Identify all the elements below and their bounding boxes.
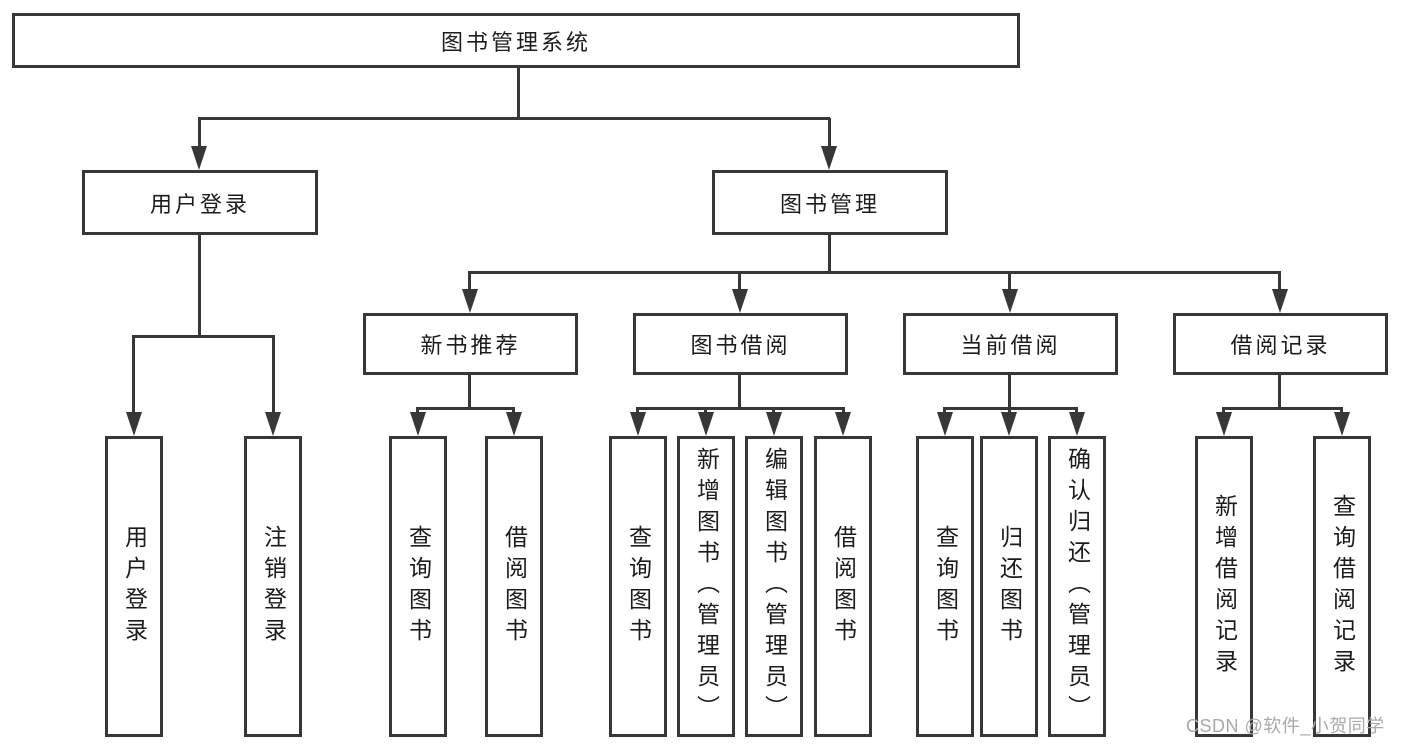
leaf-add-borrow-record-label: 新增借阅记录: [1211, 493, 1238, 680]
watermark: CSDN @软件_小贺同学: [1186, 716, 1385, 736]
arrow-down-icon: [821, 146, 837, 170]
arrow-down-icon: [265, 412, 281, 436]
leaf-query-book-borrow-label: 查询图书: [625, 524, 652, 649]
leaf-borrow-book-recommend-label: 借阅图书: [501, 524, 528, 649]
arrow-down-icon: [698, 412, 714, 436]
leaf-add-book-admin: 新增图书（管理员）: [677, 436, 735, 737]
node-new-book-recommend: 新书推荐: [363, 313, 578, 375]
connector-line: [636, 407, 845, 410]
arrow-down-icon: [126, 412, 142, 436]
leaf-query-book-current: 查询图书: [916, 436, 974, 737]
node-new-book-recommend-label: 新书推荐: [420, 333, 521, 358]
connector-line: [468, 271, 1281, 274]
leaf-confirm-return-admin-label: 确认归还（管理员）: [1064, 447, 1091, 726]
connector-line: [132, 335, 275, 338]
arrow-down-icon: [766, 412, 782, 436]
leaf-query-book-recommend: 查询图书: [389, 436, 447, 737]
leaf-return-book-label: 归还图书: [996, 524, 1023, 649]
node-book-borrow: 图书借阅: [633, 313, 848, 375]
leaf-user-login-label: 用户登录: [121, 524, 148, 649]
leaf-return-book: 归还图书: [980, 436, 1038, 737]
leaf-add-borrow-record: 新增借阅记录: [1195, 436, 1253, 737]
leaf-borrow-book-label: 借阅图书: [830, 524, 857, 649]
arrow-down-icon: [410, 412, 426, 436]
arrow-down-icon: [1001, 412, 1017, 436]
arrow-down-icon: [835, 412, 851, 436]
arrow-down-icon: [1216, 412, 1232, 436]
arrow-down-icon: [937, 412, 953, 436]
arrow-down-icon: [1069, 412, 1085, 436]
leaf-query-book-recommend-label: 查询图书: [405, 524, 432, 649]
connector-line: [517, 66, 520, 120]
node-current-borrow-label: 当前借阅: [960, 333, 1061, 358]
node-current-borrow: 当前借阅: [903, 313, 1118, 375]
connector-line: [272, 335, 275, 415]
node-book-management: 图书管理: [712, 170, 948, 235]
connector-line: [828, 232, 831, 274]
node-borrow-records-label: 借阅记录: [1230, 333, 1331, 358]
connector-line: [468, 372, 471, 410]
leaf-logout: 注销登录: [244, 436, 302, 737]
connector-line: [738, 271, 741, 291]
leaf-confirm-return-admin: 确认归还（管理员）: [1048, 436, 1106, 737]
arrow-down-icon: [191, 146, 207, 170]
leaf-logout-label: 注销登录: [260, 524, 287, 649]
leaf-edit-book-admin: 编辑图书（管理员）: [745, 436, 803, 737]
connector-line: [198, 117, 830, 120]
leaf-borrow-book: 借阅图书: [814, 436, 872, 737]
connector-line: [738, 372, 741, 410]
connector-line: [132, 335, 135, 415]
arrow-down-icon: [1002, 289, 1018, 313]
connector-line: [198, 232, 201, 338]
node-user-login: 用户登录: [82, 170, 318, 235]
connector-line: [416, 407, 515, 410]
leaf-query-book-current-label: 查询图书: [932, 524, 959, 649]
connector-line: [1278, 271, 1281, 291]
arrow-down-icon: [1272, 289, 1288, 313]
arrow-down-icon: [1334, 412, 1350, 436]
node-root-label: 图书管理系统: [440, 29, 591, 55]
node-root: 图书管理系统: [12, 13, 1020, 68]
arrow-down-icon: [506, 412, 522, 436]
leaf-query-borrow-record-label: 查询借阅记录: [1329, 493, 1356, 680]
connector-line: [1278, 372, 1281, 410]
connector-line: [468, 271, 471, 291]
arrow-down-icon: [732, 289, 748, 313]
connector-line: [828, 118, 831, 148]
node-user-login-label: 用户登录: [149, 191, 250, 217]
leaf-user-login: 用户登录: [105, 436, 163, 737]
leaf-query-borrow-record: 查询借阅记录: [1313, 436, 1371, 737]
arrow-down-icon: [462, 289, 478, 313]
connector-line: [1222, 407, 1343, 410]
node-book-borrow-label: 图书借阅: [690, 333, 791, 358]
connector-line: [1008, 271, 1011, 291]
leaf-add-book-admin-label: 新增图书（管理员）: [693, 447, 720, 726]
connector-line: [1008, 372, 1011, 410]
leaf-borrow-book-recommend: 借阅图书: [485, 436, 543, 737]
connector-line: [198, 118, 201, 148]
node-book-management-label: 图书管理: [779, 191, 880, 217]
node-borrow-records: 借阅记录: [1173, 313, 1388, 375]
arrow-down-icon: [630, 412, 646, 436]
leaf-edit-book-admin-label: 编辑图书（管理员）: [761, 447, 788, 726]
leaf-query-book-borrow: 查询图书: [609, 436, 667, 737]
